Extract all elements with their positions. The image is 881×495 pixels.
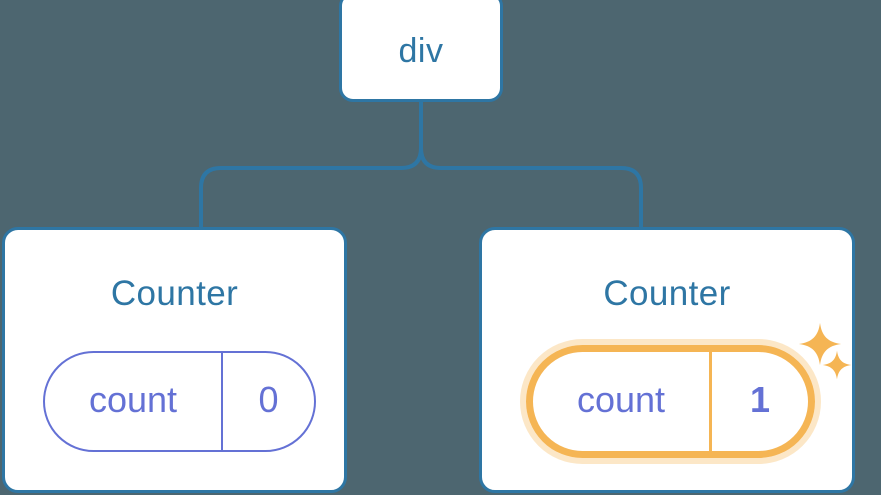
state-pill-key-left-label: count bbox=[88, 378, 178, 420]
state-pill-value-right-label: 1 bbox=[749, 378, 771, 420]
node-div[interactable]: div bbox=[339, 0, 503, 102]
state-pill-count-right[interactable]: count 1 bbox=[526, 345, 815, 458]
node-counter-right[interactable]: Counter count 1 bbox=[479, 227, 855, 493]
edge-root-to-right-counter bbox=[419, 99, 643, 229]
node-div-label: div bbox=[398, 31, 444, 70]
state-pill-value-left: 0 bbox=[221, 353, 314, 450]
edge-root-to-left-counter bbox=[199, 99, 423, 229]
state-pill-key-right-label: count bbox=[576, 378, 666, 420]
node-counter-left[interactable]: Counter count 0 bbox=[2, 227, 347, 493]
state-pill-key-left: count bbox=[45, 353, 221, 450]
state-pill-value-left-label: 0 bbox=[258, 378, 279, 420]
counter-right-title: Counter bbox=[603, 274, 731, 313]
state-pill-count-left[interactable]: count 0 bbox=[43, 351, 316, 452]
state-pill-key-right: count bbox=[533, 352, 709, 451]
state-pill-value-right: 1 bbox=[709, 352, 808, 451]
counter-left-title: Counter bbox=[110, 274, 239, 313]
